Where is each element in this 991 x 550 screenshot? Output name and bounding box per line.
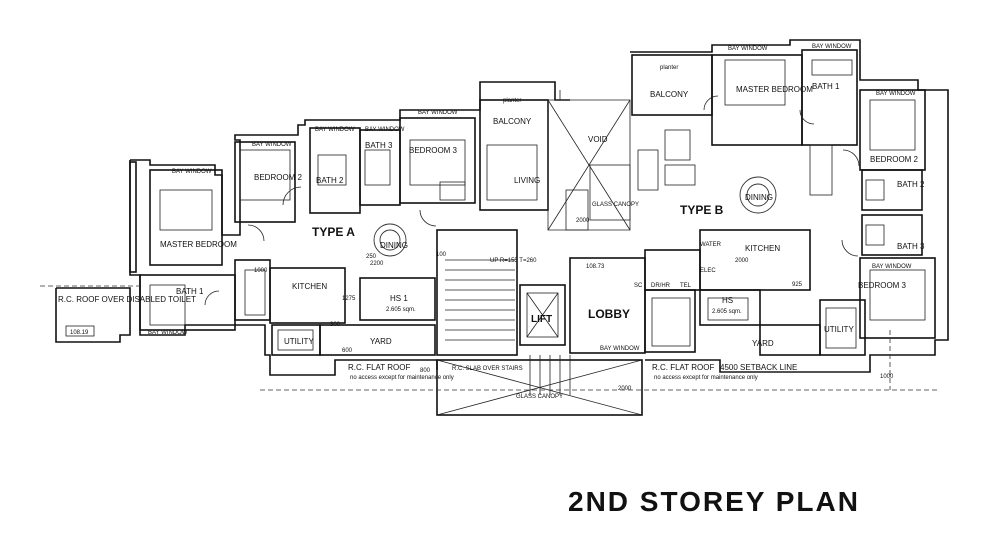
bay-window-7-label: BAY WINDOW (728, 46, 768, 52)
planter-b-label: planter (660, 65, 678, 71)
site-lines (260, 90, 940, 391)
dim-2000-c: 2000 (618, 386, 632, 392)
water-label: WATER (700, 242, 722, 248)
type-a-unit (129, 81, 570, 376)
bath-3-b-label: BATH 3 (897, 242, 925, 251)
lobby-level-label: 108.73 (586, 264, 605, 270)
dining-a-label: DINING (380, 241, 408, 250)
dim-1000-b: 1000 (880, 374, 894, 380)
kitchen-a-label: KITCHEN (292, 282, 327, 291)
rc-flat-roof-a-note: no access except for maintenance only (350, 375, 454, 381)
glass-canopy-bottom-label: GLASS CANOPY (516, 394, 563, 400)
hs1-label: HS 1 (390, 294, 408, 303)
hs1-area-label: 2.605 sqm. (386, 307, 416, 313)
dim-100: 100 (436, 252, 447, 258)
bay-window-2-label: BAY WINDOW (252, 142, 292, 148)
bath-3-a-label: BATH 3 (365, 141, 393, 150)
yard-b-label: YARD (752, 339, 774, 348)
kitchen-b-label: KITCHEN (745, 244, 780, 253)
dim-2200: 2200 (370, 261, 384, 267)
up-note-label: UP R=155 T=260 (490, 258, 537, 264)
sc-label: SC (634, 283, 643, 289)
planter-a-label: planter (503, 98, 521, 104)
dim-925: 925 (792, 282, 803, 288)
living-a-label: LIVING (514, 176, 540, 185)
yard-a-label: YARD (370, 337, 392, 346)
central-core (436, 99, 696, 416)
bath-1-a-label: BATH 1 (176, 287, 204, 296)
dimension-labels: 250 2200 100 1275 300 600 800 2000 2000 … (254, 218, 894, 392)
rc-flat-roof-a-label: R.C. FLAT ROOF (348, 363, 410, 372)
bay-window-11-label: BAY WINDOW (600, 346, 640, 352)
setback-label: 4500 SETBACK LINE (720, 363, 797, 372)
bedroom-2-b-label: BEDROOM 2 (870, 155, 919, 164)
bay-window-1-label: BAY WINDOW (172, 169, 212, 175)
stair-treads (445, 259, 571, 395)
plan-title: 2ND STOREY PLAN (568, 486, 860, 517)
dim-800: 800 (420, 368, 431, 374)
rc-roof-disabled-label: R.C. ROOF OVER DISABLED TOILET (58, 295, 196, 304)
rc-roof-disabled-toilet (40, 285, 140, 343)
bay-window-4-label: BAY WINDOW (365, 127, 405, 133)
rc-flat-roof-b-note: no access except for maintenance only (654, 375, 758, 381)
bath-2-b-label: BATH 2 (897, 180, 925, 189)
level-box-label: 108.19 (70, 330, 89, 336)
dim-2000-a: 2000 (576, 218, 590, 224)
utility-a-label: UTILITY (284, 337, 314, 346)
glass-canopy-top-label: GLASS CANOPY (592, 202, 639, 208)
balcony-b-label: BALCONY (650, 90, 689, 99)
bay-window-6-label: BAY WINDOW (148, 330, 188, 336)
dim-600: 600 (342, 348, 353, 354)
bedroom-2-a-label: BEDROOM 2 (254, 173, 303, 182)
dim-2000-b: 2000 (735, 258, 749, 264)
dim-300: 300 (330, 322, 341, 328)
dining-b-label: DINING (745, 193, 773, 202)
bay-window-5-label: BAY WINDOW (418, 110, 458, 116)
utility-b-label: UTILITY (824, 325, 854, 334)
elec-label: ELEC (700, 268, 716, 274)
type-a-label: TYPE A (312, 225, 355, 239)
rc-flat-roof-b-label: R.C. FLAT ROOF (652, 363, 714, 372)
bedroom-3-a-label: BEDROOM 3 (409, 146, 458, 155)
bath-1-b-label: BATH 1 (812, 82, 840, 91)
dr-hr-label: DR/HR (651, 283, 671, 289)
bedroom-3-b-label: BEDROOM 3 (858, 281, 907, 290)
tel-label: TEL (680, 283, 692, 289)
master-bedroom-b-label: MASTER BEDROOM (736, 85, 813, 94)
hs-area-label: 2.605 sqm. (712, 309, 742, 315)
dim-1275: 1275 (342, 296, 356, 302)
bay-window-3-label: BAY WINDOW (315, 127, 355, 133)
room-labels: TYPE A TYPE B BEDROOM 2 BEDROOM 3 MASTER… (58, 44, 925, 400)
bath-2-a-label: BATH 2 (316, 176, 344, 185)
dim-1000-a: 1000 (254, 268, 268, 274)
rc-slab-label: R.C. SLAB OVER STAIRS (452, 366, 523, 372)
bay-window-10-label: BAY WINDOW (872, 264, 912, 270)
type-b-label: TYPE B (680, 203, 724, 217)
void-label: VOID (588, 135, 608, 144)
dim-250: 250 (366, 254, 377, 260)
balcony-a-label: BALCONY (493, 117, 532, 126)
master-bedroom-a-label: MASTER BEDROOM (160, 240, 237, 249)
hs-label: HS (722, 296, 733, 305)
lift-label: LIFT (531, 314, 552, 325)
bay-window-8-label: BAY WINDOW (812, 44, 852, 50)
lobby-label: LOBBY (588, 307, 630, 321)
bay-window-9-label: BAY WINDOW (876, 91, 916, 97)
